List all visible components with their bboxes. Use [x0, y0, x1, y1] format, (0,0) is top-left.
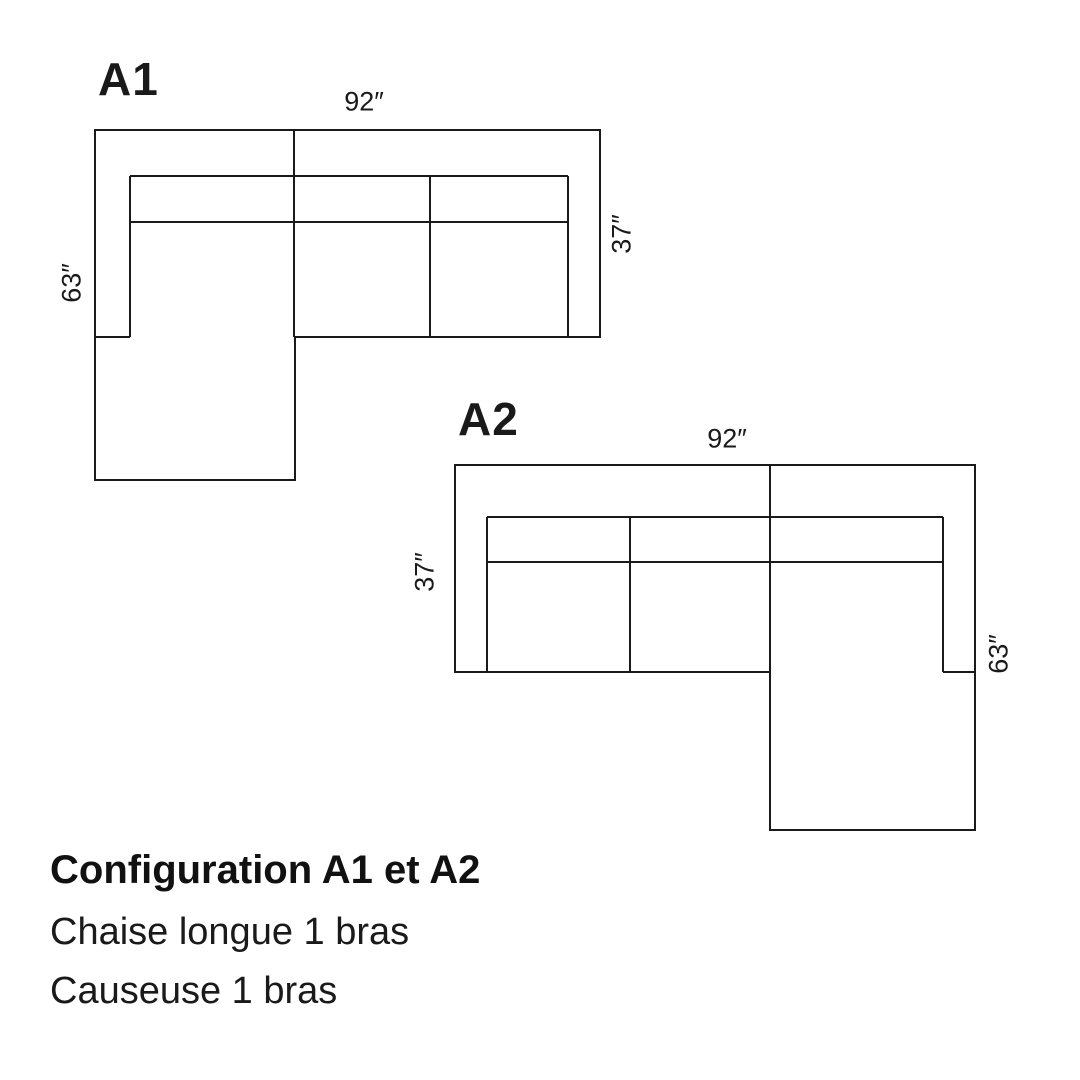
a1-outer-outline	[94, 129, 601, 481]
a2-label: A2	[458, 393, 519, 445]
a1-depth-dimension: 37″	[606, 214, 637, 254]
a2-outer-outline	[454, 464, 976, 831]
caption-line-chaise: Chaise longue 1 bras	[50, 911, 410, 953]
sofa-a1-drawing	[94, 129, 601, 481]
a1-width-dimension: 92″	[344, 86, 384, 117]
caption-title: Configuration A1 et A2	[50, 848, 481, 892]
caption-line-causeuse: Causeuse 1 bras	[50, 970, 338, 1012]
a2-width-dimension: 92″	[707, 423, 747, 454]
caption-block: Configuration A1 et A2 Chaise longue 1 b…	[50, 848, 480, 1029]
a2-depth-dimension: 37″	[409, 552, 440, 592]
a1-label: A1	[98, 53, 159, 105]
a2-chaise-dimension: 63″	[983, 634, 1014, 674]
sofa-a2-drawing	[454, 464, 976, 831]
a1-chaise-dimension: 63″	[56, 263, 87, 303]
